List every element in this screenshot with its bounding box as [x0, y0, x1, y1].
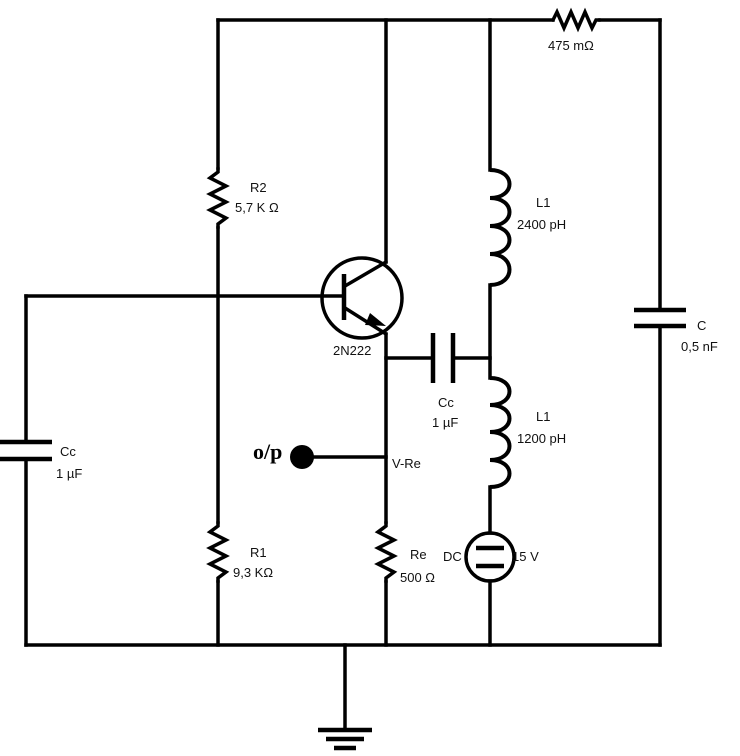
l1-top-label: L1 [536, 195, 550, 210]
capacitor-c-tank [634, 307, 686, 329]
l1-bottom-value: 1200 pH [517, 431, 566, 446]
r2-label: R2 [250, 180, 267, 195]
capacitor-cc-mid [430, 333, 456, 383]
dc-source-value: 15 V [512, 549, 539, 564]
inductor-l1-bottom [489, 376, 512, 489]
ground-icon [318, 727, 372, 751]
r1-label: R1 [250, 545, 267, 560]
resistor-475m [551, 7, 602, 33]
c-tank-label: C [697, 318, 706, 333]
dc-source [464, 531, 516, 583]
transistor-2n222 [320, 256, 404, 340]
c-tank-value: 0,5 nF [681, 339, 718, 354]
l1-top-value: 2400 pH [517, 217, 566, 232]
output-label: o/p [253, 439, 282, 464]
resistor-r1 [206, 520, 230, 584]
transistor-label: 2N222 [333, 343, 371, 358]
re-label: Re [410, 547, 427, 562]
r2-value: 5,7 K Ω [235, 200, 279, 215]
l1-bottom-label: L1 [536, 409, 550, 424]
resistor-re [374, 520, 398, 584]
emitter-arrow-icon [365, 313, 386, 326]
resistor-475m-value: 475 mΩ [548, 38, 594, 53]
cc-mid-value: 1 µF [432, 415, 458, 430]
inductor-l1-top [489, 168, 512, 287]
dc-source-type: DC [443, 549, 462, 564]
output-terminal [290, 445, 314, 469]
cc-left-label: Cc [60, 444, 76, 459]
r1-value: 9,3 KΩ [233, 565, 273, 580]
wires [24, 18, 662, 730]
cc-mid-label: Cc [438, 395, 454, 410]
capacitor-cc-left [0, 439, 52, 462]
cc-left-value: 1 µF [56, 466, 82, 481]
resistor-r2 [206, 166, 230, 230]
re-value: 500 Ω [400, 570, 435, 585]
output-node-label: V-Re [392, 456, 421, 471]
